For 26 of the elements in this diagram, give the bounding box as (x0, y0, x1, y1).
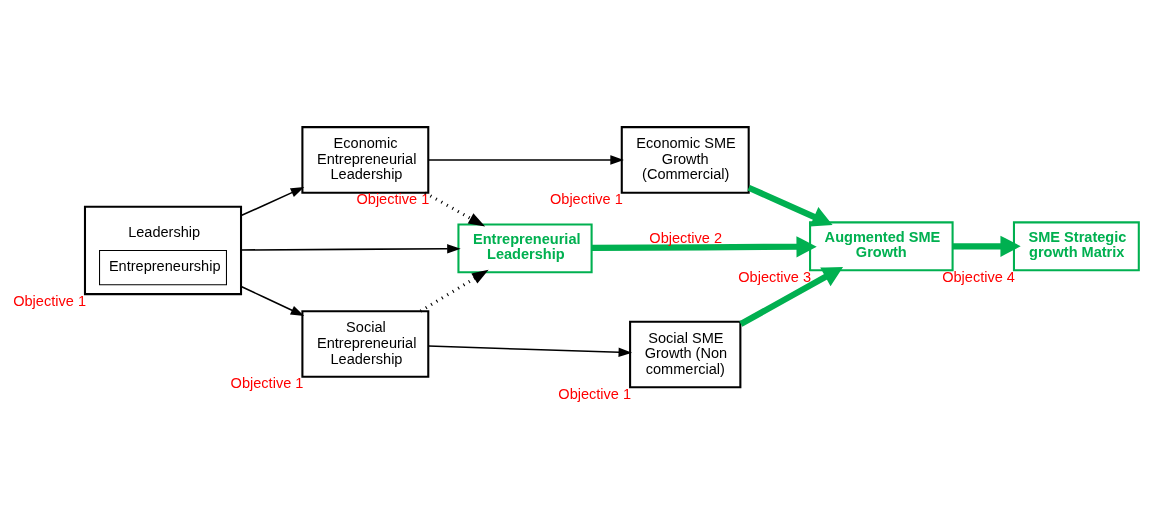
node-label: Objective 1 (549, 191, 623, 208)
edge-label: Objective 2 (649, 230, 723, 247)
arrow (591, 236, 817, 258)
node-label: Objective 3 (738, 268, 812, 285)
arrow (427, 155, 624, 165)
arrow (424, 191, 486, 227)
node-box: SME Strategic growth Matrix (1012, 221, 1140, 272)
arrow (952, 235, 1021, 257)
arrow (419, 269, 489, 313)
node-box: Augmented SME Growth (809, 221, 954, 272)
node-box: Leadership Entrepreneurship (83, 205, 243, 296)
arrow (427, 345, 633, 358)
node-label: Objective 1 (356, 191, 430, 208)
node-label: Objective 1 (13, 292, 86, 309)
node-box: Economic Entrepreneurial Leadership (301, 126, 430, 194)
node-label: Objective 1 (230, 375, 304, 392)
arrow (240, 285, 305, 316)
arrow (739, 267, 844, 327)
node-box: Social SME Growth (Non commercial) (629, 320, 742, 389)
node-label: Objective 1 (558, 385, 632, 402)
node-box: Social Entrepreneurial Leadership (301, 310, 430, 378)
arrow (240, 244, 461, 254)
arrow (240, 187, 305, 217)
node-box: Entrepreneurial Leadership (457, 223, 593, 274)
node-box: Economic SME Growth (Commercial) (620, 126, 750, 194)
arrow (747, 184, 833, 227)
